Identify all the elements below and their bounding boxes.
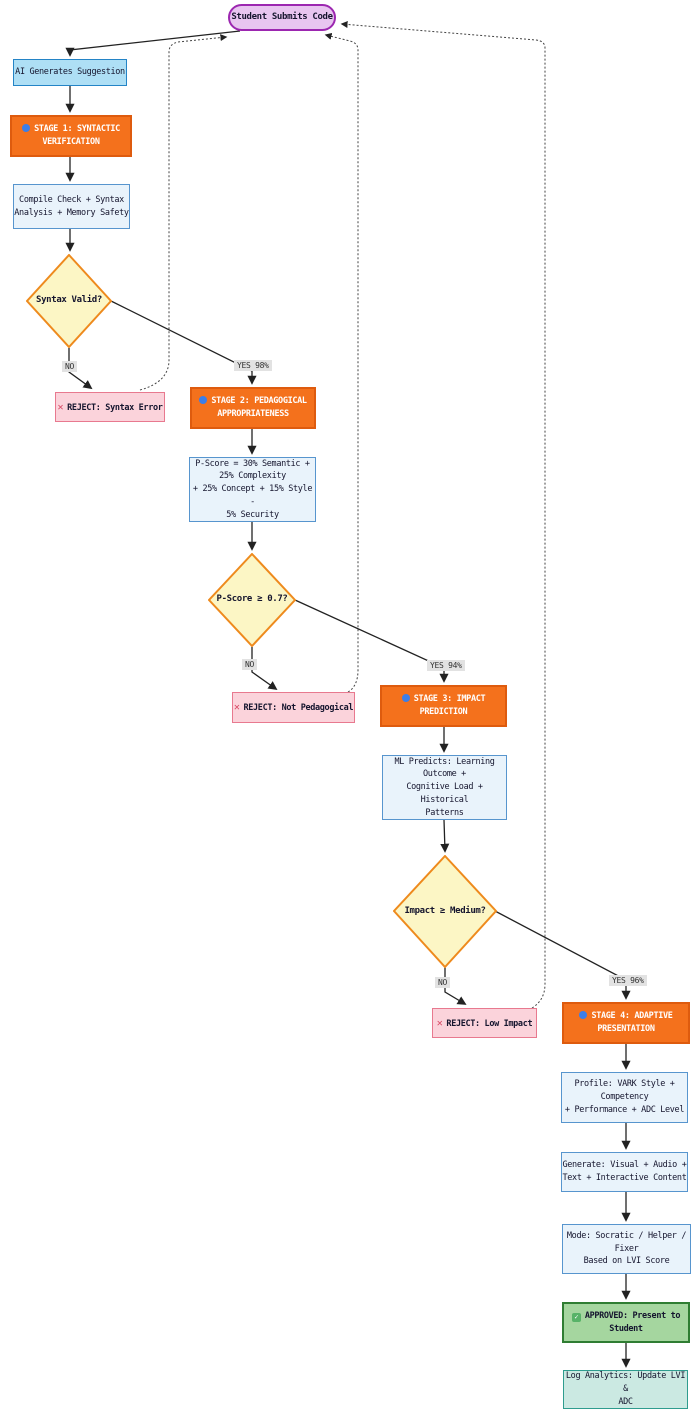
edge-impact-no	[444, 967, 467, 1005]
edge-reject-syntax-return	[139, 34, 228, 391]
node-stage4-adaptive-presentation: STAGE 4: ADAPTIVE PRESENTATION	[562, 1002, 690, 1044]
node-label: Profile: VARK Style + Competency + Perfo…	[564, 1079, 685, 1115]
node-reject-low-impact: ✕REJECT: Low Impact	[432, 1008, 537, 1038]
node-student-submits-code: Student Submits Code	[228, 4, 336, 31]
node-ai-generates-suggestion: AI Generates Suggestion	[13, 59, 127, 86]
node-label: ✓APPROVED: Present to Student	[571, 1310, 681, 1336]
blue-circle-icon	[401, 694, 410, 703]
node-label: Log Analytics: Update LVI & ADC	[565, 1371, 686, 1407]
node-label: ✕REJECT: Syntax Error	[57, 401, 163, 413]
node-stage3-impact-prediction: STAGE 3: IMPACT PREDICTION	[380, 685, 507, 727]
node-ml-predicts: ML Predicts: Learning Outcome + Cognitiv…	[382, 755, 507, 820]
node-stage2-pedagogical-appropriateness: STAGE 2: PEDAGOGICAL APPROPRIATENESS	[190, 387, 316, 429]
edge-impact-yes	[494, 910, 631, 1000]
node-label: STAGE 3: IMPACT PREDICTION	[401, 693, 486, 719]
edge-pscore-no	[251, 647, 278, 691]
node-p-score-formula: P-Score = 30% Semantic + 25% Complexity …	[189, 457, 316, 522]
node-label: Mode: Socratic / Helper / Fixer Based on…	[566, 1230, 687, 1267]
edge-student-to-ai	[65, 30, 241, 57]
edge-label-no-pscore: NO	[242, 659, 258, 670]
node-label: P-Score = 30% Semantic + 25% Complexity …	[192, 458, 313, 520]
edge-syntax-no	[68, 348, 93, 390]
red-x-icon: ✕	[436, 1017, 443, 1029]
edge-ml-to-impact	[440, 819, 450, 853]
decision-syntax-valid: Syntax Valid?	[26, 254, 112, 348]
node-reject-not-pedagogical: ✕REJECT: Not Pedagogical	[232, 692, 355, 723]
edge-label-yes-94: YES 94%	[427, 660, 465, 671]
node-log-analytics: Log Analytics: Update LVI & ADC	[563, 1370, 688, 1409]
blue-circle-icon	[199, 396, 208, 405]
node-profile: Profile: VARK Style + Competency + Perfo…	[561, 1072, 688, 1123]
edge-label-yes-98: YES 98%	[234, 360, 272, 371]
decision-p-score: P-Score ≥ 0.7?	[208, 553, 296, 647]
node-reject-syntax-error: ✕REJECT: Syntax Error	[55, 392, 165, 422]
node-label: ML Predicts: Learning Outcome + Cognitiv…	[394, 756, 495, 818]
diamond-shape	[208, 553, 296, 647]
node-label: Student Submits Code	[231, 11, 333, 22]
node-approved-present: ✓APPROVED: Present to Student	[562, 1302, 690, 1343]
node-label: STAGE 2: PEDAGOGICAL APPROPRIATENESS	[199, 395, 307, 421]
edge-label-no-impact: NO	[435, 977, 451, 988]
node-label: STAGE 4: ADAPTIVE PRESENTATION	[579, 1010, 673, 1036]
decision-label: Syntax Valid?	[36, 295, 102, 306]
decision-label: P-Score ≥ 0.7?	[216, 594, 288, 605]
edge-reject-impact-return	[340, 20, 546, 1009]
edge-syntax-yes	[110, 300, 257, 385]
node-label: AI Generates Suggestion	[15, 67, 125, 78]
edge-pscore-yes	[294, 599, 449, 683]
node-stage1-syntactic-verification: STAGE 1: SYNTACTIC VERIFICATION	[10, 115, 132, 157]
edge-reject-pedagogical-return	[324, 32, 359, 693]
decision-impact: Impact ≥ Medium?	[393, 855, 497, 968]
node-compile-check: Compile Check + Syntax Analysis + Memory…	[13, 184, 130, 229]
node-label: ✕REJECT: Not Pedagogical	[233, 702, 354, 713]
node-label: Generate: Visual + Audio + Text + Intera…	[562, 1160, 687, 1183]
node-mode-selection: Mode: Socratic / Helper / Fixer Based on…	[562, 1224, 691, 1274]
node-label: STAGE 1: SYNTACTIC VERIFICATION	[22, 123, 120, 149]
decision-label: Impact ≥ Medium?	[404, 905, 486, 916]
node-generate-content: Generate: Visual + Audio + Text + Intera…	[561, 1152, 688, 1192]
diamond-shape	[26, 254, 112, 348]
blue-circle-icon	[579, 1011, 588, 1020]
red-x-icon: ✕	[57, 401, 64, 413]
diamond-shape	[393, 855, 497, 968]
edge-label-yes-96: YES 96%	[609, 975, 647, 986]
red-x-icon: ✕	[233, 702, 240, 713]
edge-label-no-syntax: NO	[62, 361, 78, 372]
node-label: ✕REJECT: Low Impact	[436, 1017, 533, 1029]
blue-circle-icon	[22, 124, 31, 133]
green-check-icon: ✓	[571, 1312, 581, 1322]
node-label: Compile Check + Syntax Analysis + Memory…	[14, 194, 129, 218]
